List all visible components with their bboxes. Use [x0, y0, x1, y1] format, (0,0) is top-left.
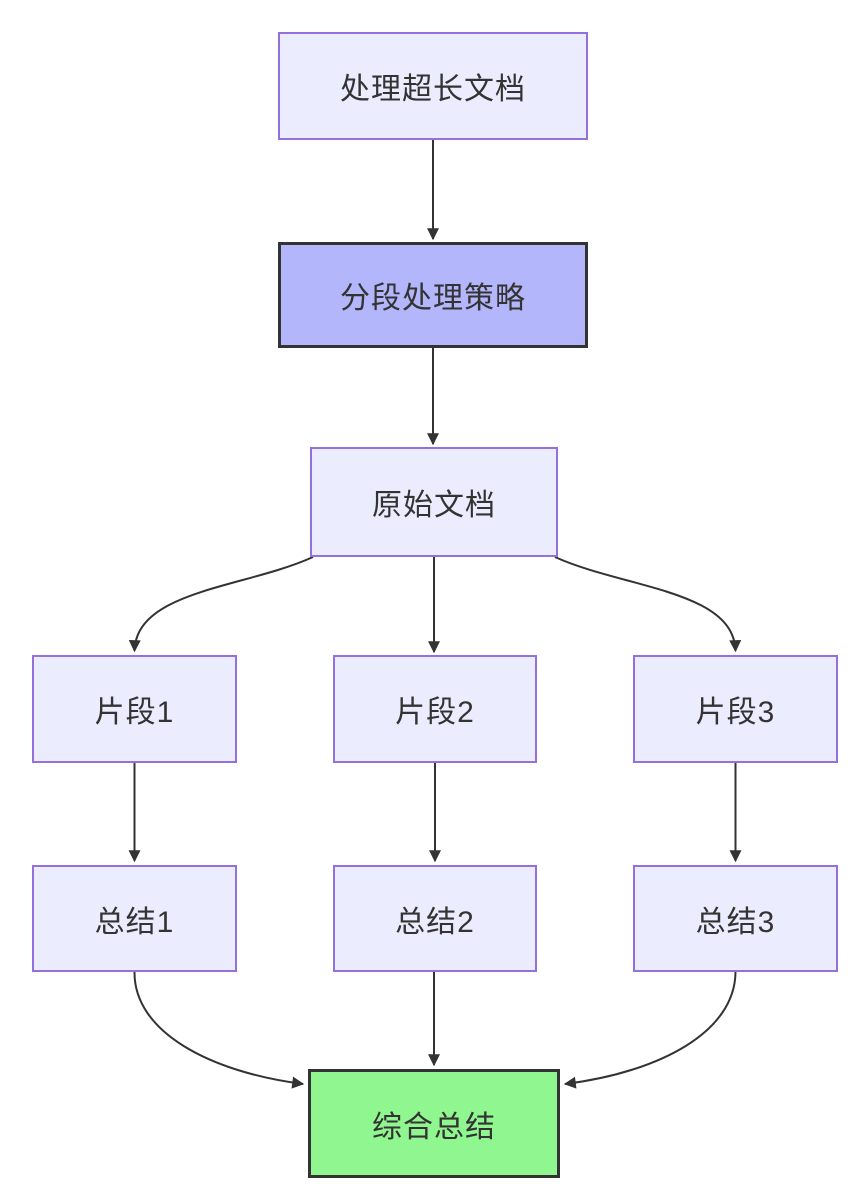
node-label: 总结2	[395, 905, 475, 939]
node-summary-2: 总结2	[333, 865, 537, 972]
node-label: 原始文档	[372, 489, 496, 522]
node-label: 综合总结	[372, 1110, 496, 1144]
edge-s1-g	[133, 971, 305, 1089]
edge-c-p1	[128, 556, 314, 653]
edge-s3-g	[563, 971, 737, 1089]
node-summary-3: 总结3	[633, 865, 838, 972]
node-summary-1: 总结1	[32, 865, 237, 972]
node-original-doc: 原始文档	[310, 447, 558, 557]
edge-c-p3	[554, 556, 742, 653]
node-process-long-doc: 处理超长文档	[278, 32, 588, 140]
node-label: 处理超长文档	[340, 73, 526, 106]
node-fragment-1: 片段1	[32, 655, 237, 763]
node-fragment-2: 片段2	[333, 655, 537, 763]
node-label: 总结3	[695, 905, 776, 939]
node-label: 片段1	[94, 696, 175, 729]
node-segmentation-strategy: 分段处理策略	[278, 242, 588, 348]
node-label: 分段处理策略	[340, 282, 526, 315]
node-label: 片段2	[395, 696, 475, 729]
node-label: 总结1	[94, 905, 175, 939]
node-final-summary: 综合总结	[308, 1069, 560, 1178]
node-label: 片段3	[695, 696, 776, 729]
node-fragment-3: 片段3	[633, 655, 838, 763]
